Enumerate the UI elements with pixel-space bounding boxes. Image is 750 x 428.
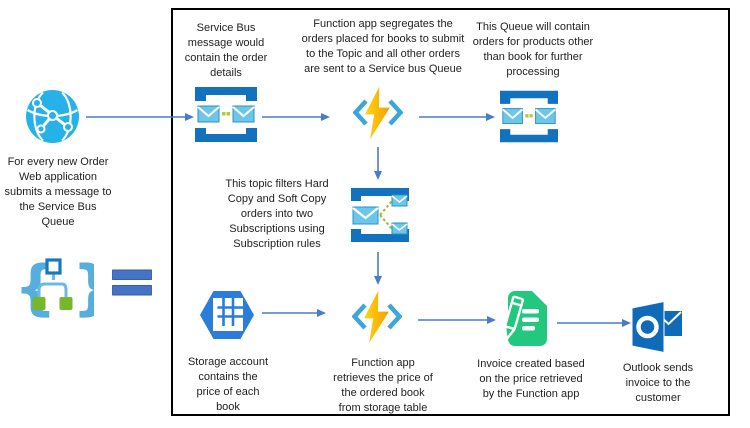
service-bus-topic-icon (351, 188, 409, 242)
arrow-function-to-topic (374, 147, 382, 180)
arrow-function2-to-invoice (418, 316, 496, 324)
storage-account-icon (200, 291, 254, 339)
invoice-icon (503, 291, 547, 346)
service-bus-queue-icon (195, 87, 257, 142)
arrow-queue-to-function (262, 113, 330, 121)
invoice-caption: Invoice created based on the price retri… (477, 358, 585, 400)
service-bus-queue-icon (500, 90, 558, 143)
function-app-icon (352, 288, 402, 346)
topic-caption: This topic filters Hard Copy and Soft Co… (225, 178, 329, 250)
function-segregate-caption: Function app segregates the orders place… (301, 18, 465, 75)
web-app-caption: For every new Order Web application subm… (4, 156, 112, 228)
storage-caption: Storage account contains the price of ea… (187, 356, 269, 413)
json-braces-icon: { } (14, 254, 94, 323)
function-app-icon (353, 84, 403, 142)
arrow-topic-to-function2 (374, 252, 382, 285)
arrow-storage-to-function2 (262, 309, 326, 317)
svg-text:}: } (72, 254, 94, 323)
outlook-caption: Outlook sends invoice to the customer (622, 362, 694, 404)
diagram-boundary-box (171, 8, 730, 416)
arrow-webapp-to-queue (86, 113, 194, 121)
queue-orders-caption: Service Bus message would contain the or… (184, 22, 268, 79)
outlook-icon (632, 301, 682, 353)
queue-other-products-caption: This Queue will contain orders for produ… (472, 21, 594, 78)
equals-icon (112, 269, 152, 296)
function-price-caption: Function app retrieves the price of the … (333, 357, 433, 414)
arrow-function-to-queue2 (419, 113, 495, 121)
web-app-globe-icon (26, 90, 79, 143)
arrow-invoice-to-outlook (557, 319, 631, 327)
